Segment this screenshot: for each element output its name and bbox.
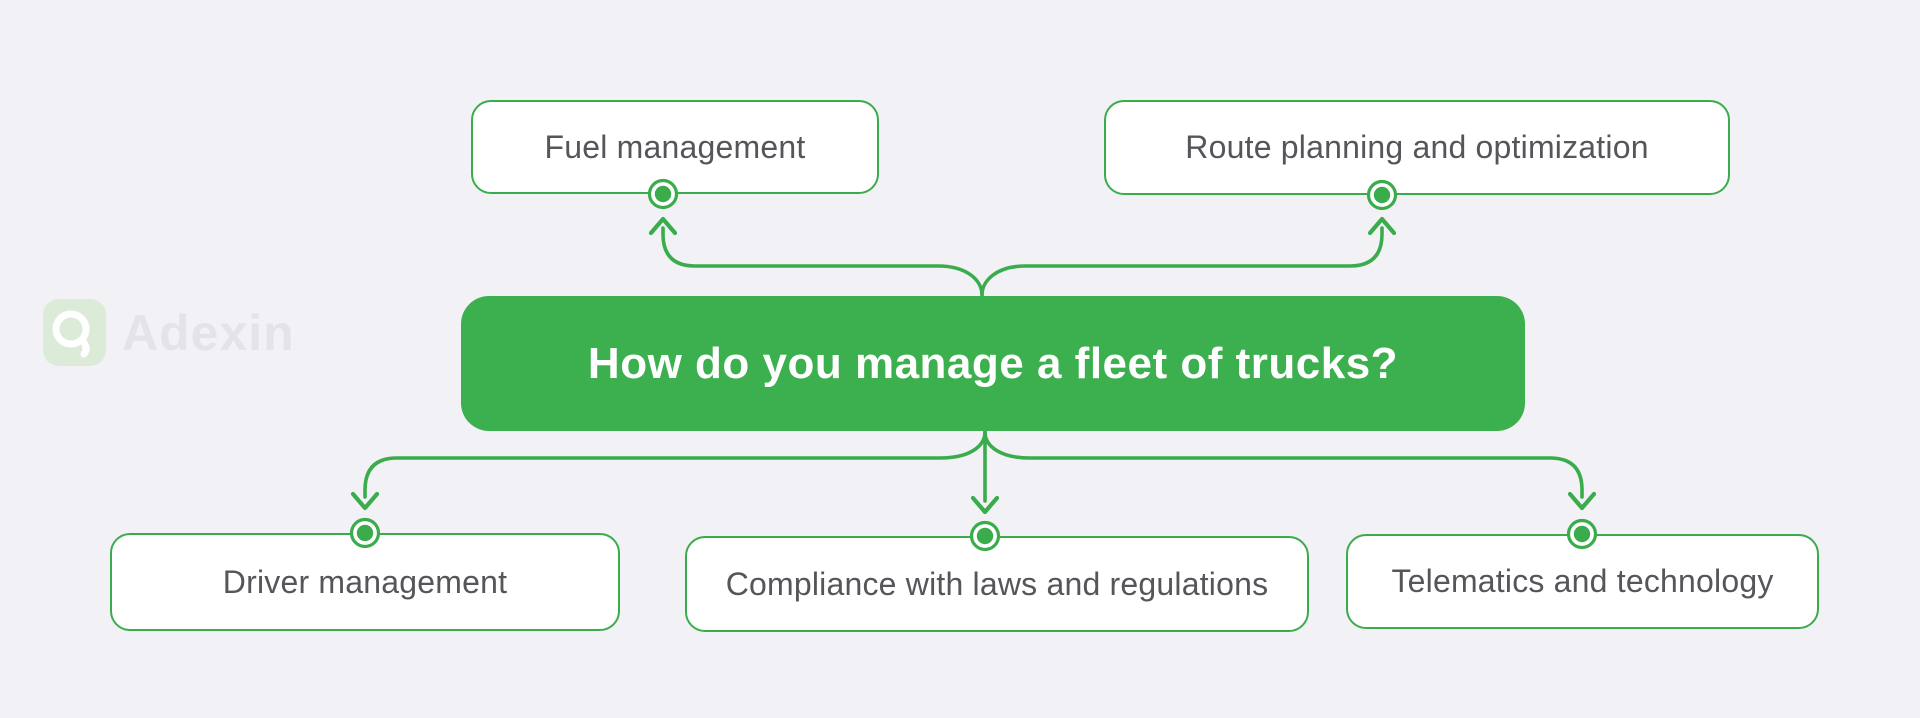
node-telematics-label: Telematics and technology xyxy=(1391,563,1774,599)
connector-center-to-fuel xyxy=(661,226,984,297)
arrowhead-driver xyxy=(350,491,380,511)
center-question-label: How do you manage a fleet of trucks? xyxy=(587,338,1399,388)
arrowhead-telematics xyxy=(1567,491,1597,511)
center-question-node: How do you manage a fleet of trucks? xyxy=(461,296,1525,431)
arrowhead-route xyxy=(1367,216,1397,236)
node-driver-management: Driver management xyxy=(110,533,620,631)
node-compliance-label: Compliance with laws and regulations xyxy=(725,565,1269,602)
node-fuel-label: Fuel management xyxy=(544,128,806,165)
connector-center-to-route xyxy=(980,226,1384,297)
node-compliance: Compliance with laws and regulations xyxy=(685,536,1309,632)
node-route-planning: Route planning and optimization xyxy=(1104,100,1730,195)
node-telematics: Telematics and technology xyxy=(1346,534,1819,629)
arrowhead-fuel xyxy=(648,216,678,236)
brand-watermark: Adexin xyxy=(43,299,295,366)
connector-center-to-telematics xyxy=(983,430,1584,499)
brand-name: Adexin xyxy=(122,304,295,361)
node-fuel-management: Fuel management xyxy=(471,100,879,194)
connector-center-to-driver xyxy=(363,430,987,499)
brand-logo-badge xyxy=(43,299,106,366)
node-route-label: Route planning and optimization xyxy=(1185,129,1649,165)
node-driver-label: Driver management xyxy=(222,563,508,600)
adexin-magnifier-icon xyxy=(52,310,90,358)
arrowhead-compliance xyxy=(970,495,1000,515)
